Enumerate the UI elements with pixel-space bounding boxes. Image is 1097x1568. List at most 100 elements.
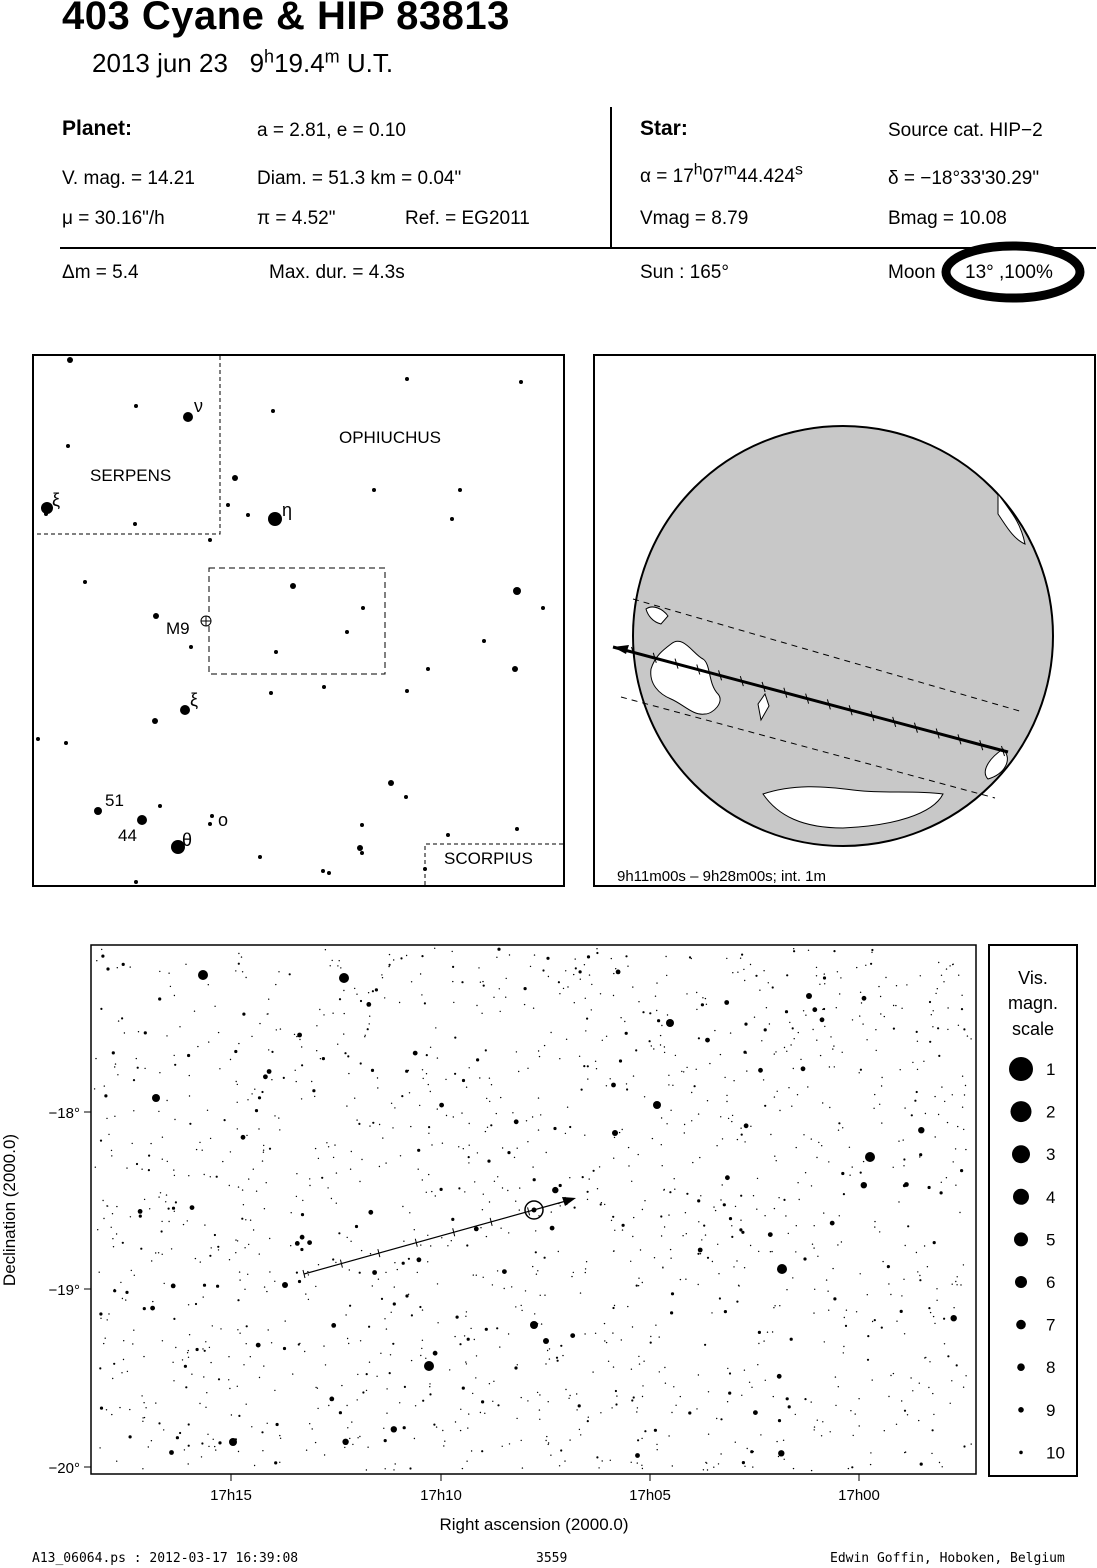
field-star <box>278 1117 280 1119</box>
field-star <box>938 1461 941 1464</box>
field-star <box>786 974 789 977</box>
field-star <box>475 1274 477 1276</box>
y-axis-label: Declination (2000.0) <box>0 1134 19 1286</box>
field-star <box>188 1334 191 1336</box>
field-star <box>547 1401 549 1403</box>
field-star <box>749 963 752 966</box>
field-star <box>850 1410 852 1412</box>
bright-field-star <box>612 1130 618 1136</box>
field-star <box>179 1431 182 1435</box>
target-star <box>531 1207 537 1213</box>
field-star <box>110 1226 112 1228</box>
field-star <box>960 1008 964 1011</box>
field-star <box>579 978 581 980</box>
field-star <box>451 950 453 953</box>
field-star <box>858 1072 860 1074</box>
finder-star <box>405 377 409 381</box>
field-star <box>557 1250 559 1253</box>
field-star <box>346 1105 348 1107</box>
field-star <box>536 1391 539 1394</box>
field-star <box>683 1123 686 1126</box>
field-star <box>804 1172 807 1174</box>
field-star <box>247 1099 249 1101</box>
field-star <box>151 1260 153 1262</box>
field-star <box>421 994 423 996</box>
field-star <box>702 997 704 999</box>
field-star <box>173 994 176 997</box>
field-star <box>774 1305 776 1307</box>
field-star <box>161 1136 164 1138</box>
field-star <box>822 1008 824 1011</box>
field-star <box>696 1008 698 1011</box>
field-star <box>294 1069 296 1071</box>
field-star <box>547 975 550 978</box>
path-tick <box>489 1217 493 1226</box>
field-star <box>364 1036 366 1038</box>
field-star <box>354 1097 356 1099</box>
field-star <box>859 991 862 993</box>
field-star <box>499 1346 501 1348</box>
field-star <box>399 1155 402 1157</box>
field-star <box>501 1445 503 1447</box>
field-star <box>588 1178 590 1180</box>
field-star <box>106 967 110 971</box>
field-star <box>916 1040 919 1042</box>
field-star <box>919 1156 921 1158</box>
field-star <box>204 1224 206 1226</box>
field-star <box>467 1427 469 1429</box>
field-star <box>429 1386 431 1388</box>
field-star <box>849 1174 851 1176</box>
field-star <box>443 1445 445 1447</box>
field-star <box>121 1241 124 1244</box>
field-star <box>436 1108 438 1110</box>
finder-star <box>357 845 363 851</box>
field-star <box>659 1044 662 1046</box>
field-star <box>442 1429 444 1432</box>
field-star <box>674 1188 676 1190</box>
field-star <box>784 1010 789 1014</box>
field-star <box>654 995 657 997</box>
scale-value-2: 2 <box>1046 1103 1055 1122</box>
field-star <box>338 998 342 1001</box>
scale-dot-2 <box>1010 1101 1032 1123</box>
field-star <box>936 988 938 990</box>
field-star <box>158 1196 160 1198</box>
field-star <box>419 973 422 975</box>
field-star <box>481 1209 484 1211</box>
path-time-tick <box>935 728 940 739</box>
field-star <box>254 1109 259 1113</box>
field-star <box>595 1068 598 1070</box>
field-star <box>193 1010 196 1012</box>
field-star <box>412 1050 418 1056</box>
field-star <box>129 1216 132 1218</box>
field-star <box>706 1100 709 1102</box>
field-star <box>400 957 403 960</box>
field-star <box>350 1240 352 1242</box>
scale-title-line3: scale <box>1012 1019 1054 1039</box>
bright-field-star <box>339 973 349 983</box>
field-star <box>743 1123 749 1129</box>
field-star <box>892 1027 896 1030</box>
ra-minute-unit: m <box>723 161 737 179</box>
field-star <box>492 1400 494 1402</box>
field-star <box>288 973 291 976</box>
field-star <box>187 1349 189 1352</box>
table-vertical-divider <box>610 107 612 247</box>
field-star <box>928 1307 931 1310</box>
path-tick <box>339 1259 343 1268</box>
field-star <box>827 1290 829 1292</box>
path-tick <box>527 1207 531 1216</box>
field-star <box>518 1070 520 1073</box>
field-star <box>822 1102 824 1104</box>
field-star <box>468 1144 470 1146</box>
field-star <box>274 1115 276 1117</box>
hour-unit: h <box>264 46 275 67</box>
field-star <box>429 1393 432 1396</box>
field-star <box>815 975 818 977</box>
finder-star <box>189 645 193 649</box>
field-star <box>700 1195 702 1197</box>
field-star <box>828 1309 830 1311</box>
field-star <box>99 1406 104 1410</box>
field-star <box>358 1271 361 1274</box>
field-star <box>587 1078 589 1080</box>
